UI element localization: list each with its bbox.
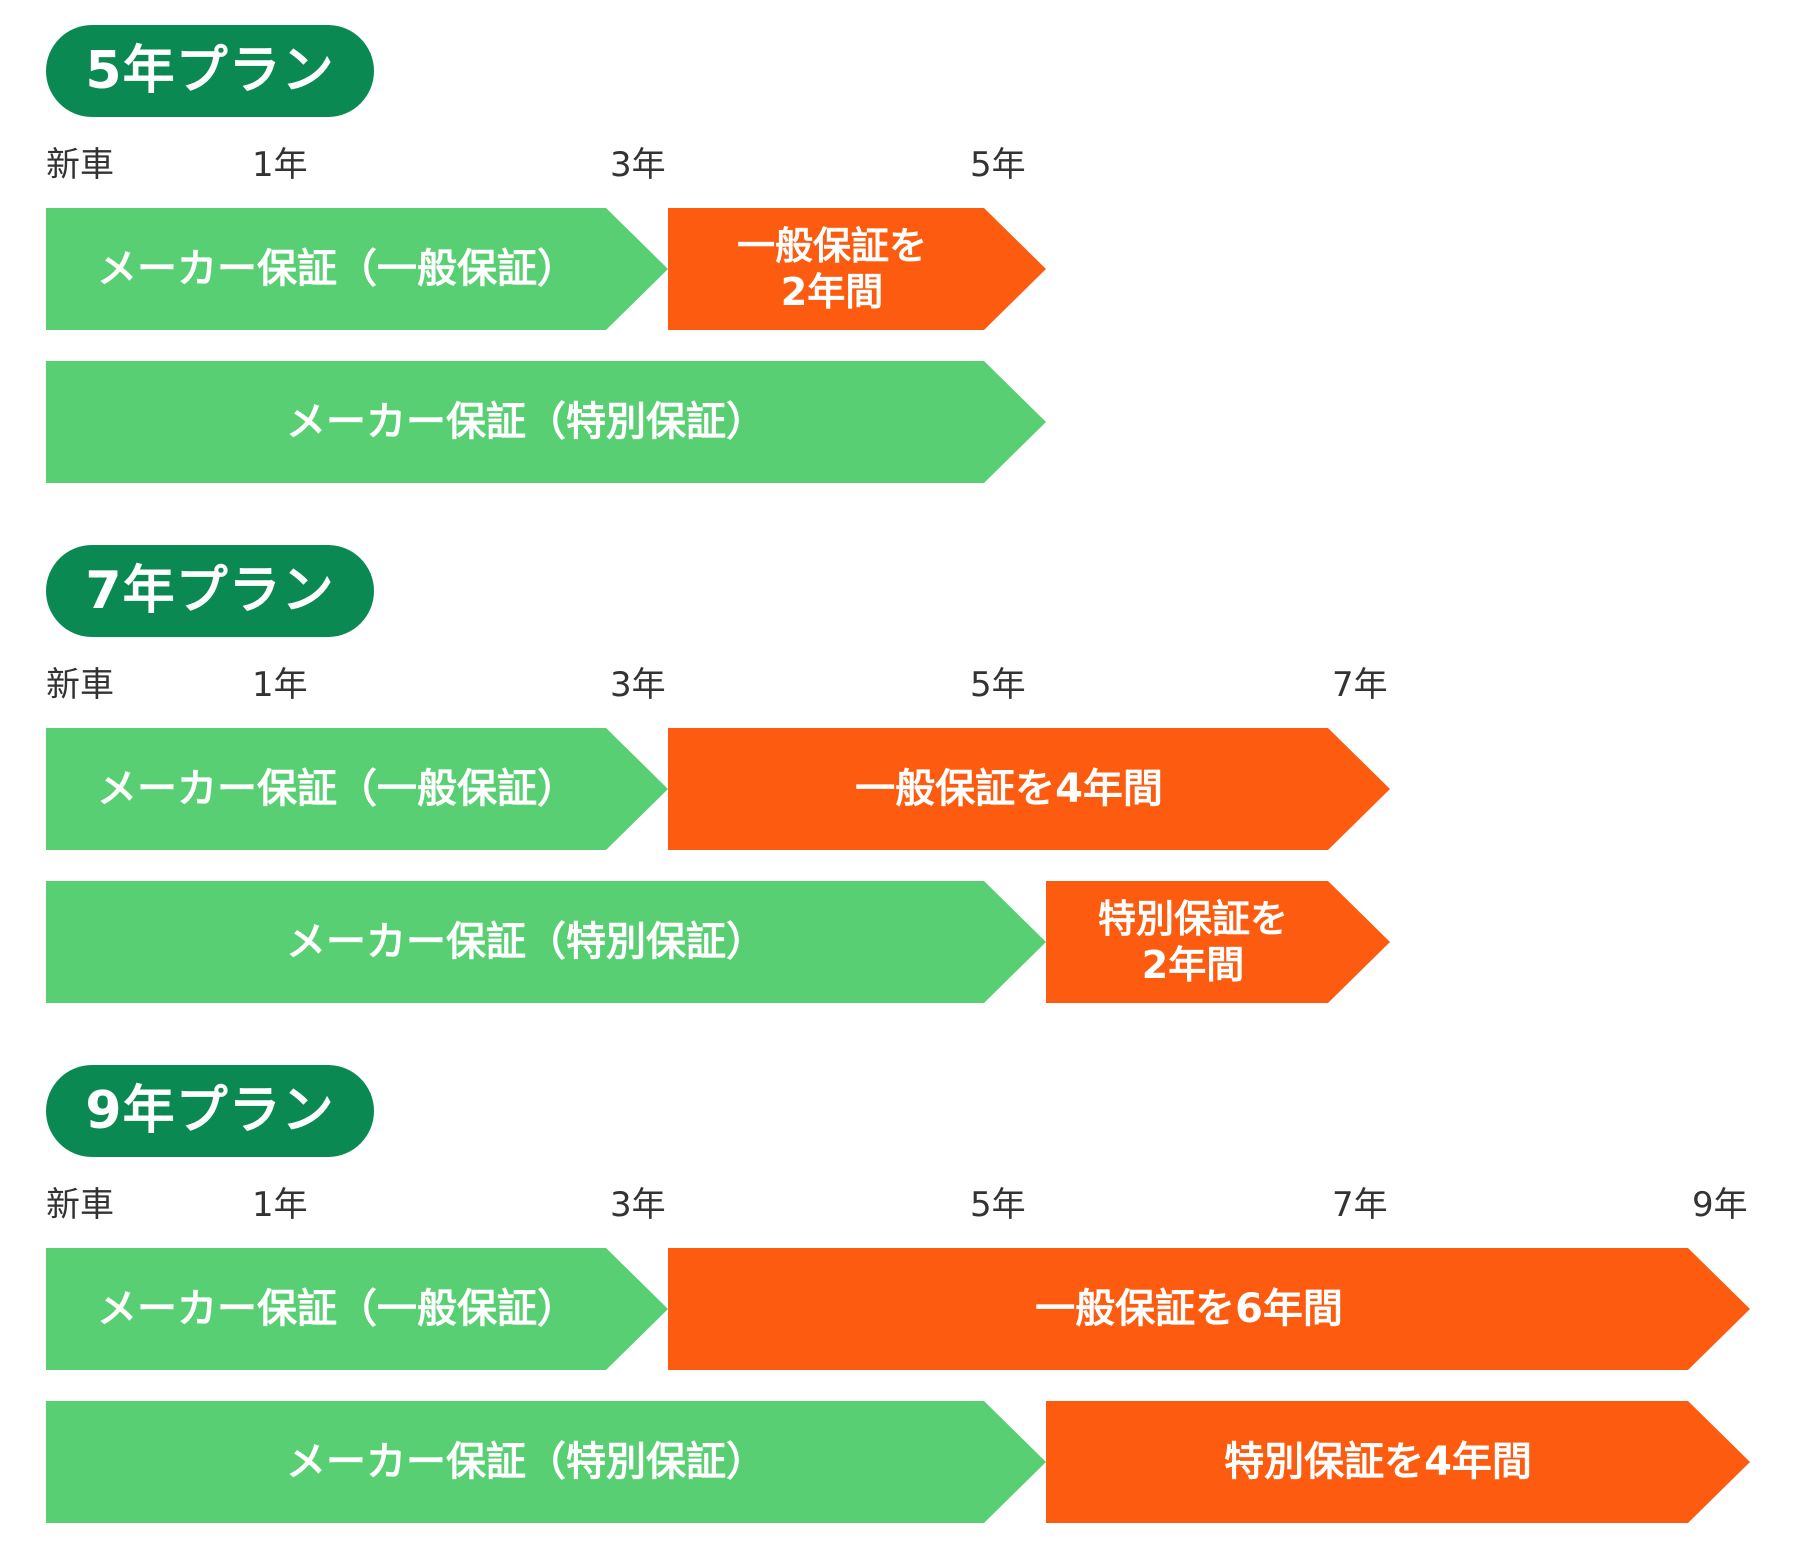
special-extension-label: 特別保証を 2年間 (1097, 897, 1288, 987)
general-extension-bar: 一般保証を 2年間 (668, 208, 1046, 330)
special-extension-bar: 特別保証を4年間 (1046, 1401, 1750, 1523)
tick-year-7: 7年 (1332, 665, 1388, 705)
general-extension-label: 一般保証を 2年間 (736, 224, 927, 314)
tick-new-car: 新車 (46, 145, 114, 185)
general-extension-label: 一般保証を6年間 (1035, 1286, 1343, 1332)
maker-general-warranty-bar: メーカー保証（一般保証） (46, 1248, 668, 1370)
plan-5-year: 5年プラン 新車 1年 3年 5年 メーカー保証（一般保証） 一般保証を 2年間… (0, 25, 1800, 495)
maker-general-warranty-label: メーカー保証（一般保証） (97, 766, 577, 812)
maker-special-warranty-label: メーカー保証（特別保証） (286, 919, 766, 965)
general-extension-bar: 一般保証を6年間 (668, 1248, 1750, 1370)
maker-general-warranty-bar: メーカー保証（一般保証） (46, 728, 668, 850)
tick-year-1: 1年 (252, 145, 308, 185)
maker-special-warranty-bar: メーカー保証（特別保証） (46, 361, 1046, 483)
special-extension-label: 特別保証を4年間 (1224, 1439, 1532, 1485)
tick-year-3: 3年 (610, 1185, 666, 1225)
tick-year-5: 5年 (970, 665, 1026, 705)
plan-9-year: 9年プラン 新車 1年 3年 5年 7年 9年 メーカー保証（一般保証） 一般保… (0, 1065, 1800, 1535)
maker-general-warranty-label: メーカー保証（一般保証） (97, 1286, 577, 1332)
tick-new-car: 新車 (46, 665, 114, 705)
plan-7-year: 7年プラン 新車 1年 3年 5年 7年 メーカー保証（一般保証） 一般保証を4… (0, 545, 1800, 1015)
maker-special-warranty-label: メーカー保証（特別保証） (286, 399, 766, 445)
general-extension-label: 一般保証を4年間 (855, 766, 1163, 812)
tick-year-5: 5年 (970, 145, 1026, 185)
plan-title-badge: 9年プラン (46, 1065, 374, 1157)
tick-year-3: 3年 (610, 145, 666, 185)
general-extension-bar: 一般保証を4年間 (668, 728, 1390, 850)
tick-year-7: 7年 (1332, 1185, 1388, 1225)
maker-general-warranty-label: メーカー保証（一般保証） (97, 246, 577, 292)
maker-special-warranty-label: メーカー保証（特別保証） (286, 1439, 766, 1485)
tick-year-1: 1年 (252, 1185, 308, 1225)
tick-year-1: 1年 (252, 665, 308, 705)
tick-year-9: 9年 (1692, 1185, 1748, 1225)
maker-special-warranty-bar: メーカー保証（特別保証） (46, 881, 1046, 1003)
plan-title-badge: 5年プラン (46, 25, 374, 117)
plan-title-badge: 7年プラン (46, 545, 374, 637)
tick-year-3: 3年 (610, 665, 666, 705)
tick-new-car: 新車 (46, 1185, 114, 1225)
maker-general-warranty-bar: メーカー保証（一般保証） (46, 208, 668, 330)
tick-year-5: 5年 (970, 1185, 1026, 1225)
maker-special-warranty-bar: メーカー保証（特別保証） (46, 1401, 1046, 1523)
special-extension-bar: 特別保証を 2年間 (1046, 881, 1390, 1003)
